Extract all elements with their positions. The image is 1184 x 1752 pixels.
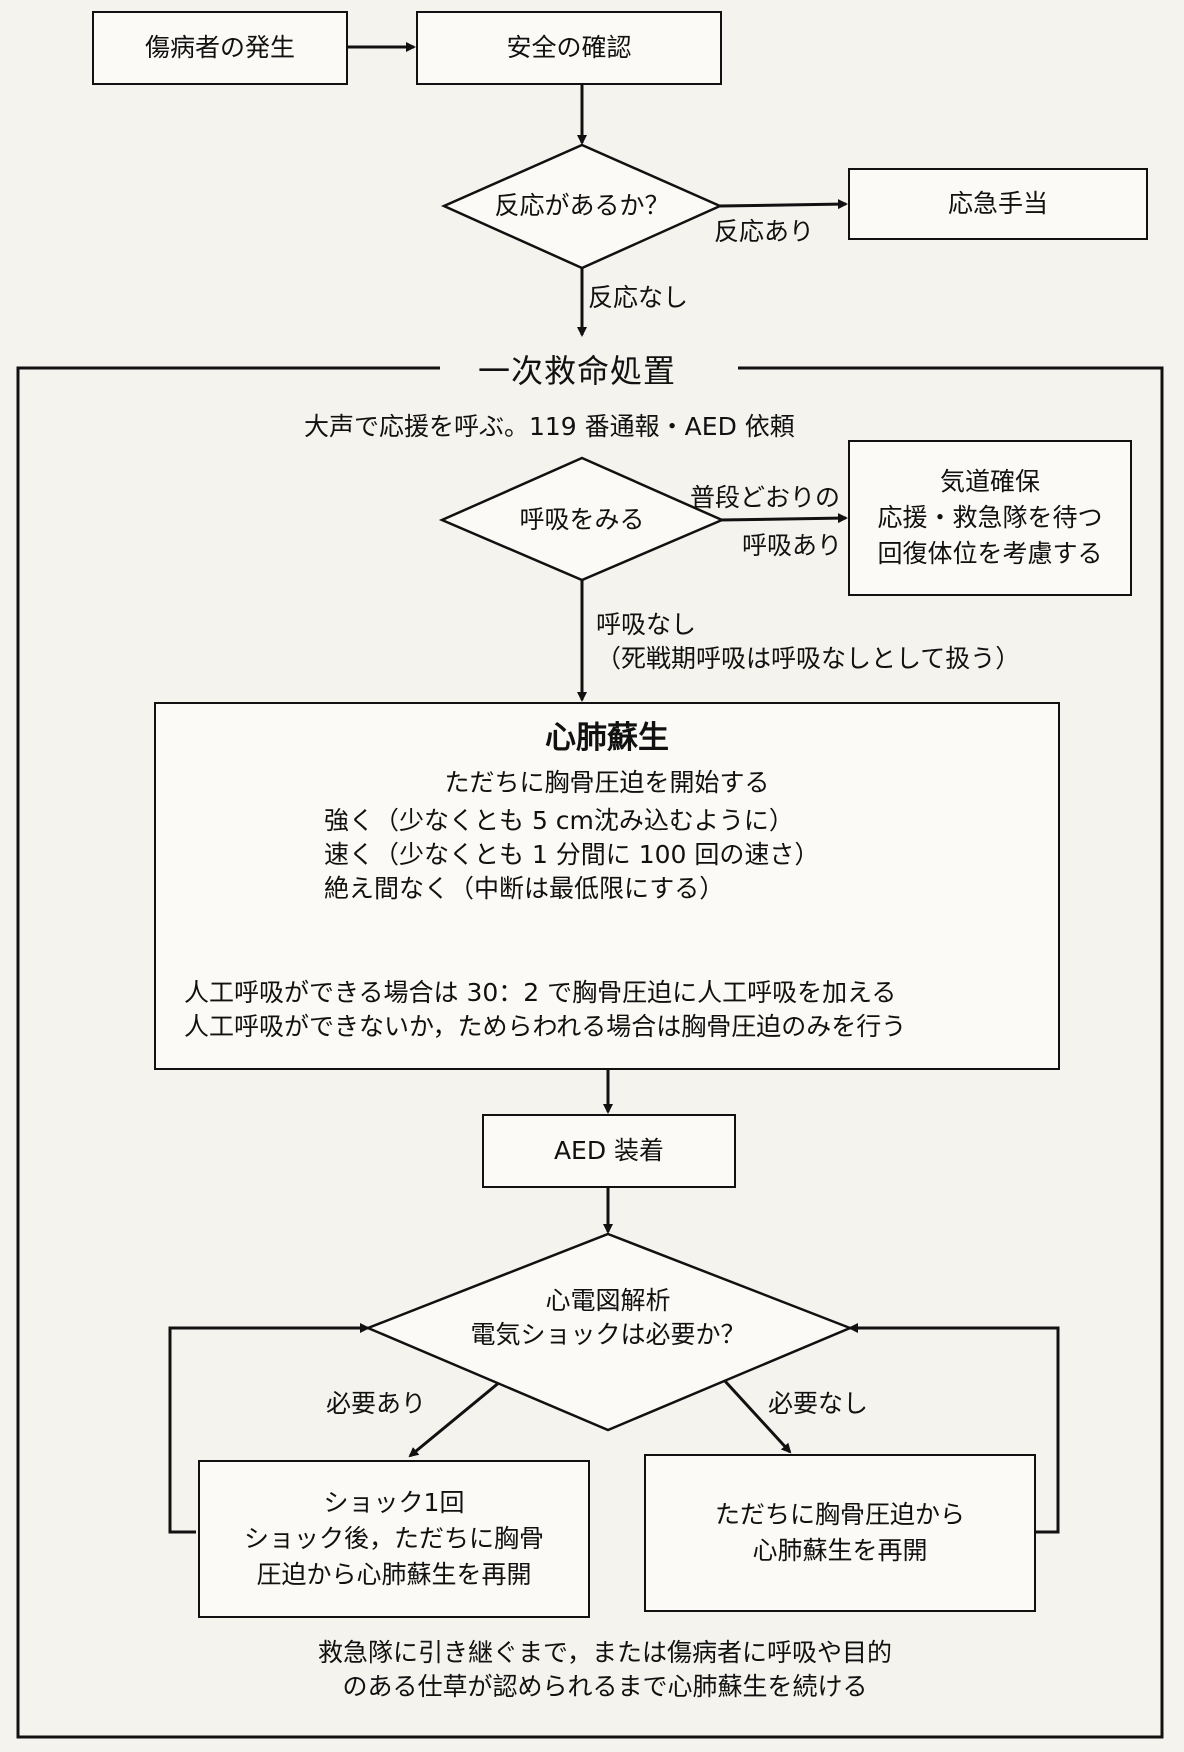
ecg-line-2: 電気ショックは必要か？ xyxy=(470,1319,746,1349)
arrow-ecg-shock xyxy=(408,1370,513,1458)
cpr-note-1: 人工呼吸ができる場合は 30：2 で胸骨圧迫に人工呼吸を加える xyxy=(184,978,897,1007)
first-aid-box: 応急手当 xyxy=(848,168,1148,240)
label-breath-normal-2: 呼吸あり xyxy=(742,530,843,560)
airway-line-3: 回復体位を考慮する xyxy=(877,539,1103,569)
label-breath-none-1: 呼吸なし xyxy=(596,610,697,639)
cpr-note-2: 人工呼吸ができないか，ためらわれる場合は胸骨圧迫のみを行う xyxy=(184,1011,907,1041)
first-aid-text: 応急手当 xyxy=(947,189,1048,219)
cpr-notes: 人工呼吸ができる場合は 30：2 で胸骨圧迫に人工呼吸を加える 人工呼吸ができな… xyxy=(184,976,906,1044)
arrow-response-yes xyxy=(719,199,848,210)
shock-box: ショック1回 ショック後，ただちに胸骨 圧迫から心肺蘇生を再開 xyxy=(198,1460,590,1618)
ecg-question: 心電図解析 電気ショックは必要か？ xyxy=(398,1284,818,1352)
response-question: 反応があるか？ xyxy=(494,191,670,220)
label-breath-normal-1: 普段どおりの xyxy=(690,483,841,512)
panel-title: 一次救命処置 xyxy=(464,346,691,392)
cpr-points: 強く（少なくとも 5 cm沈み込むように） 速く（少なくとも 1 分間に 100… xyxy=(324,804,819,905)
no-shock-box: ただちに胸骨圧迫から 心肺蘇生を再開 xyxy=(644,1454,1036,1612)
cpr-point-2: 速く（少なくとも 1 分間に 100 回の速さ） xyxy=(324,839,820,869)
cpr-point-1: 強く（少なくとも 5 cm沈み込むように） xyxy=(324,806,794,835)
ecg-diamond xyxy=(364,1232,854,1432)
arrow-breath-normal xyxy=(719,513,848,524)
cpr-title: 心肺蘇生 xyxy=(545,720,669,756)
airway-line-1: 気道確保 xyxy=(939,466,1040,496)
final-line-1: 救急隊に引き継ぐまで，または傷病者に呼吸や目的 xyxy=(317,1638,892,1667)
no-shock-line-2: 心肺蘇生を再開 xyxy=(752,1536,928,1565)
shock-line-1: ショック1回 xyxy=(323,1487,465,1517)
occurrence-box: 傷病者の発生 xyxy=(92,11,348,85)
cpr-start: ただちに胸骨圧迫を開始する xyxy=(444,768,770,797)
airway-line-2: 応援・救急隊を待つ xyxy=(877,502,1103,532)
airway-box: 気道確保 応援・救急隊を待つ 回復体位を考慮する xyxy=(848,440,1132,596)
shock-line-2: ショック後，ただちに胸骨 xyxy=(243,1523,544,1553)
call-help-text: 大声で応援を呼ぶ。119 番通報・AED 依頼 xyxy=(304,412,795,441)
arrow-ecg-noshock xyxy=(722,1378,792,1454)
ecg-line-1: 心電図解析 xyxy=(545,1286,671,1315)
loop-right xyxy=(848,1323,1060,1534)
final-line-2: のある仕草が認められるまで心肺蘇生を続ける xyxy=(342,1671,868,1701)
label-response-no: 反応なし xyxy=(588,283,689,312)
no-shock-line-1: ただちに胸骨圧迫から xyxy=(714,1499,965,1529)
label-shock-needed: 必要あり xyxy=(326,1389,427,1418)
occurrence-text: 傷病者の発生 xyxy=(144,33,295,63)
cpr-point-3: 絶え間なく（中断は最低限にする） xyxy=(324,873,725,903)
panel-frame xyxy=(16,366,1164,1739)
safety-text: 安全の確認 xyxy=(506,33,632,63)
shock-line-3: 圧迫から心肺蘇生を再開 xyxy=(256,1560,532,1590)
label-breath-none-2: （死戦期呼吸は呼吸なしとして扱う） xyxy=(596,643,1021,673)
breath-diamond xyxy=(438,456,726,582)
aed-box: AED 装着 xyxy=(482,1114,736,1188)
final-text: 救急隊に引き継ぐまで，または傷病者に呼吸や目的 のある仕草が認められるまで心肺蘇… xyxy=(150,1636,1060,1704)
safety-box: 安全の確認 xyxy=(416,11,722,85)
breath-question: 呼吸をみる xyxy=(519,505,645,534)
cpr-box: 心肺蘇生 ただちに胸骨圧迫を開始する 強く（少なくとも 5 cm沈み込むように）… xyxy=(154,702,1060,1070)
response-diamond xyxy=(440,143,724,270)
label-response-yes: 反応あり xyxy=(714,217,815,246)
label-breath-normal: 普段どおりの 呼吸あり xyxy=(690,474,842,569)
label-shock-not-needed: 必要なし xyxy=(768,1389,869,1418)
loop-left xyxy=(168,1323,370,1534)
aed-text: AED 装着 xyxy=(553,1136,665,1166)
label-breath-none: 呼吸なし （死戦期呼吸は呼吸なしとして扱う） xyxy=(596,608,1020,676)
